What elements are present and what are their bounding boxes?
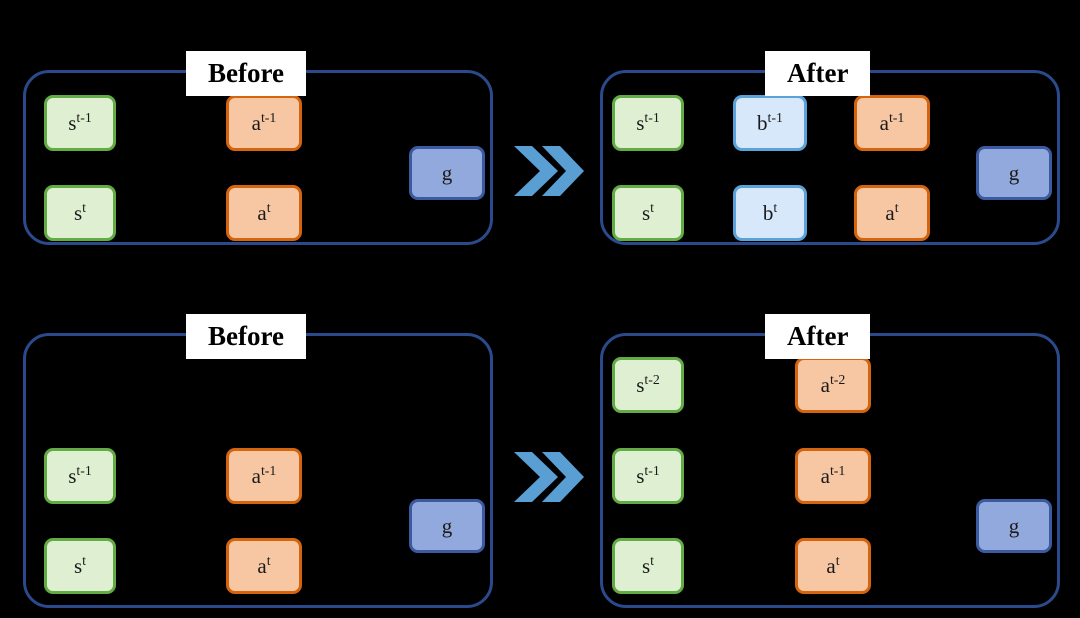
- node-label: at-1: [879, 109, 905, 135]
- node-label: at: [885, 199, 899, 225]
- node-belief-t: bt: [733, 185, 807, 241]
- node-action-t-minus-1: at-1: [226, 448, 302, 504]
- node-state-t-minus-1: st-1: [612, 95, 684, 151]
- node-state-t: st: [44, 185, 116, 241]
- node-action-t-minus-2: at-2: [795, 357, 871, 413]
- panel-title-top-after: After: [765, 51, 871, 97]
- node-action-t: at: [226, 538, 302, 594]
- node-label: st: [641, 199, 655, 225]
- node-state-t-minus-2: st-2: [612, 357, 684, 413]
- node-label: st-1: [68, 109, 92, 135]
- node-action-t-minus-1: at-1: [795, 448, 871, 504]
- node-belief-t-minus-1: bt-1: [733, 95, 807, 151]
- node-label: st-1: [636, 462, 660, 488]
- node-label: g: [441, 160, 453, 185]
- node-state-t-minus-1: st-1: [612, 448, 684, 504]
- node-label: at: [257, 199, 271, 225]
- node-label: st: [641, 552, 655, 578]
- double-chevron-right-icon: [512, 446, 584, 508]
- node-action-t: at: [854, 185, 930, 241]
- node-label: st: [73, 199, 87, 225]
- node-label: st-2: [636, 371, 660, 397]
- node-action-t-minus-1: at-1: [226, 95, 302, 151]
- node-label: at: [826, 552, 840, 578]
- node-label: at-1: [251, 462, 277, 488]
- node-action-t-minus-1: at-1: [854, 95, 930, 151]
- node-label: at-1: [251, 109, 277, 135]
- node-state-t-minus-1: st-1: [44, 95, 116, 151]
- node-label: at: [257, 552, 271, 578]
- node-goal: g: [976, 499, 1052, 553]
- node-label: at-2: [820, 371, 846, 397]
- node-label: bt-1: [757, 109, 783, 135]
- panel-title-top-before: Before: [186, 51, 306, 97]
- node-label: at-1: [820, 462, 846, 488]
- node-label: g: [441, 513, 453, 538]
- node-label: g: [1008, 160, 1020, 185]
- node-action-t: at: [226, 185, 302, 241]
- node-state-t-minus-1: st-1: [44, 448, 116, 504]
- node-goal: g: [976, 146, 1052, 200]
- node-action-t: at: [795, 538, 871, 594]
- node-label: st: [73, 552, 87, 578]
- node-label: st-1: [636, 109, 660, 135]
- node-state-t: st: [612, 185, 684, 241]
- double-chevron-right-icon: [512, 140, 584, 202]
- node-state-t: st: [44, 538, 116, 594]
- node-label: g: [1008, 513, 1020, 538]
- node-goal: g: [409, 146, 485, 200]
- panel-title-bottom-after: After: [765, 314, 871, 360]
- node-label: st-1: [68, 462, 92, 488]
- node-label: bt: [762, 199, 778, 225]
- node-goal: g: [409, 499, 485, 553]
- node-state-t: st: [612, 538, 684, 594]
- panel-title-bottom-before: Before: [186, 314, 306, 360]
